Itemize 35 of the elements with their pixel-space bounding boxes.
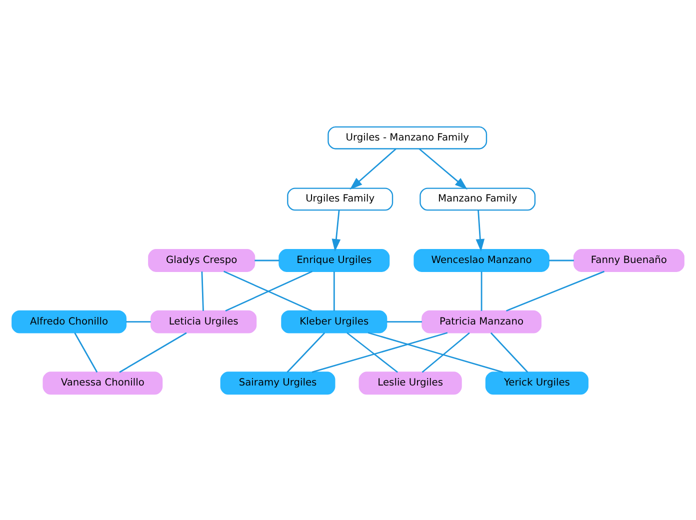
connector bbox=[119, 332, 187, 372]
arrow bbox=[332, 210, 341, 252]
connector bbox=[126, 320, 151, 322]
arrow bbox=[418, 148, 468, 190]
node-box: Alfredo Chonillo bbox=[12, 310, 127, 333]
connector bbox=[346, 332, 398, 372]
node-box: Enrique Urgiles bbox=[278, 248, 390, 272]
node-box: Sairamy Urgiles bbox=[220, 371, 336, 394]
node-box: Vanessa Chonillo bbox=[42, 371, 163, 394]
arrow bbox=[476, 210, 485, 252]
connector bbox=[368, 332, 504, 372]
connector bbox=[506, 270, 605, 312]
node-box: Leticia Urgiles bbox=[150, 310, 257, 333]
connector bbox=[480, 271, 482, 310]
node-box: Urgiles - Manzano Family bbox=[328, 126, 488, 149]
node-box: Urgiles Family bbox=[287, 187, 394, 210]
node-box: Kleber Urgiles bbox=[281, 310, 388, 333]
connector bbox=[333, 271, 335, 310]
connector bbox=[254, 259, 280, 261]
connector bbox=[386, 320, 422, 322]
connector bbox=[201, 271, 204, 310]
connector bbox=[312, 332, 448, 372]
node-box: Yerick Urgiles bbox=[485, 371, 588, 394]
connector bbox=[490, 332, 528, 372]
connector bbox=[422, 332, 470, 372]
connector bbox=[286, 332, 326, 372]
node-box: Leslie Urgiles bbox=[358, 371, 462, 394]
node-box: Wenceslao Manzano bbox=[414, 248, 550, 272]
node-box: Patricia Manzano bbox=[422, 310, 542, 333]
connector bbox=[74, 332, 98, 372]
connector bbox=[548, 259, 574, 261]
node-box: Fanny Buenaño bbox=[573, 248, 684, 272]
node-box: Manzano Family bbox=[420, 187, 536, 210]
node-box: Gladys Crespo bbox=[148, 248, 256, 272]
arrow bbox=[350, 148, 396, 190]
